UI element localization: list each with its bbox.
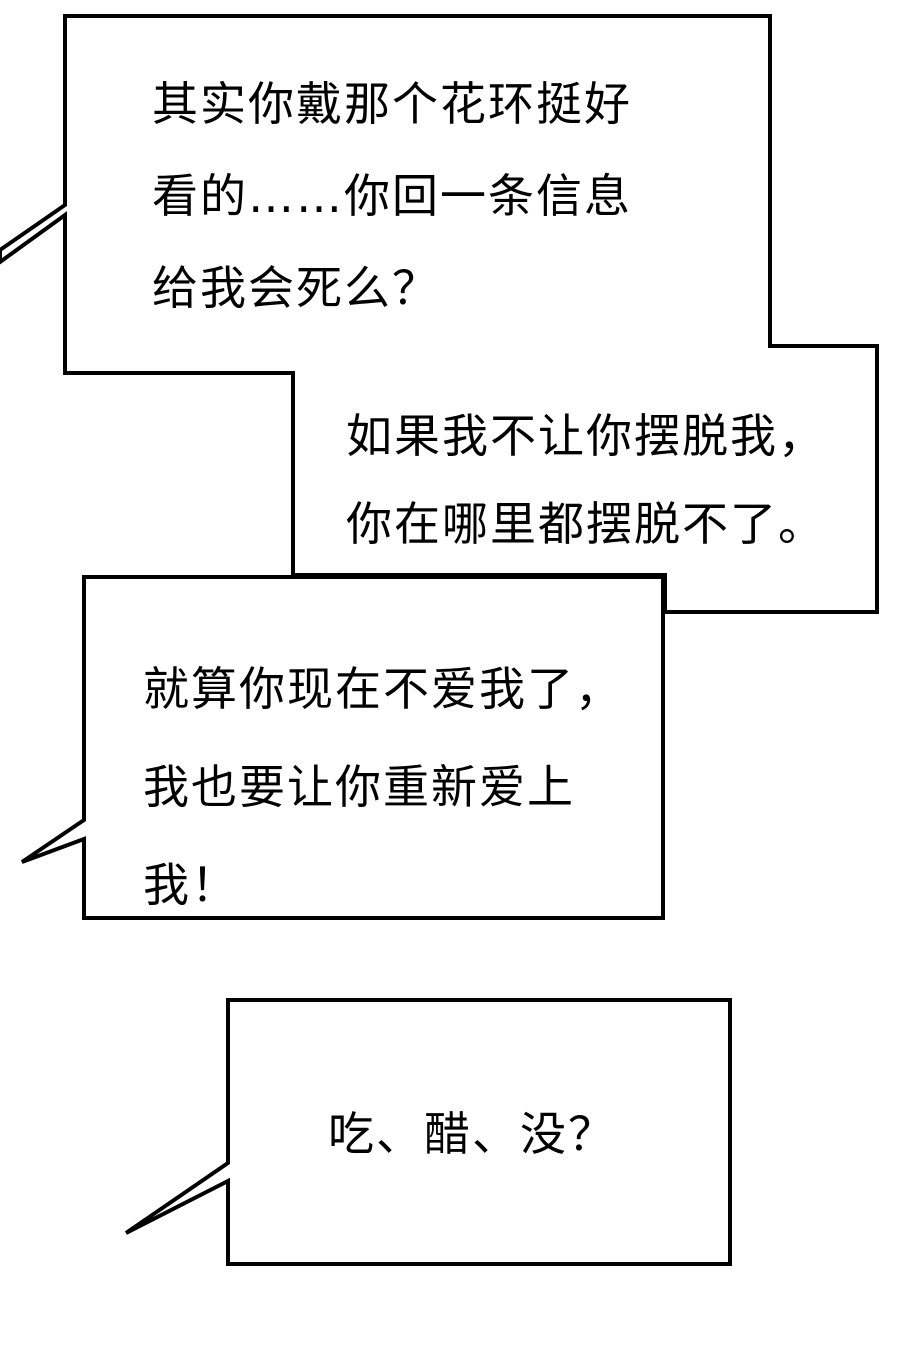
bubble-3-line-1: 就算你现在不爱我了， [143,662,623,716]
bubble-1-line-2: 看的……你回一条信息 [152,169,632,223]
speech-bubble-2-text: 如果我不让你摆脱我， 你在哪里都摆脱不了。 [346,392,826,568]
bubble-1-line-1: 其实你戴那个花环挺好 [152,77,632,131]
bubble-3-line-3: 我！ [143,858,239,912]
speech-bubble-4 [124,998,732,1266]
speech-bubble-1-text: 其实你戴那个花环挺好 看的……你回一条信息 给我会死么？ [152,58,632,334]
speech-bubble-3-text: 就算你现在不爱我了， 我也要让你重新爱上 我！ [143,640,623,934]
bubble-3-line-2: 我也要让你重新爱上 [143,760,575,814]
bubble-4-line-1: 吃、醋、没？ [328,1107,616,1161]
speech-bubble-4-text: 吃、醋、没？ [328,1104,616,1164]
speech-bubble-3 [20,575,665,920]
bubble-2-line-2: 你在哪里都摆脱不了。 [346,497,826,551]
bubble-2-line-1: 如果我不让你摆脱我， [346,409,826,463]
bubble-1-line-3: 给我会死么？ [152,261,440,315]
